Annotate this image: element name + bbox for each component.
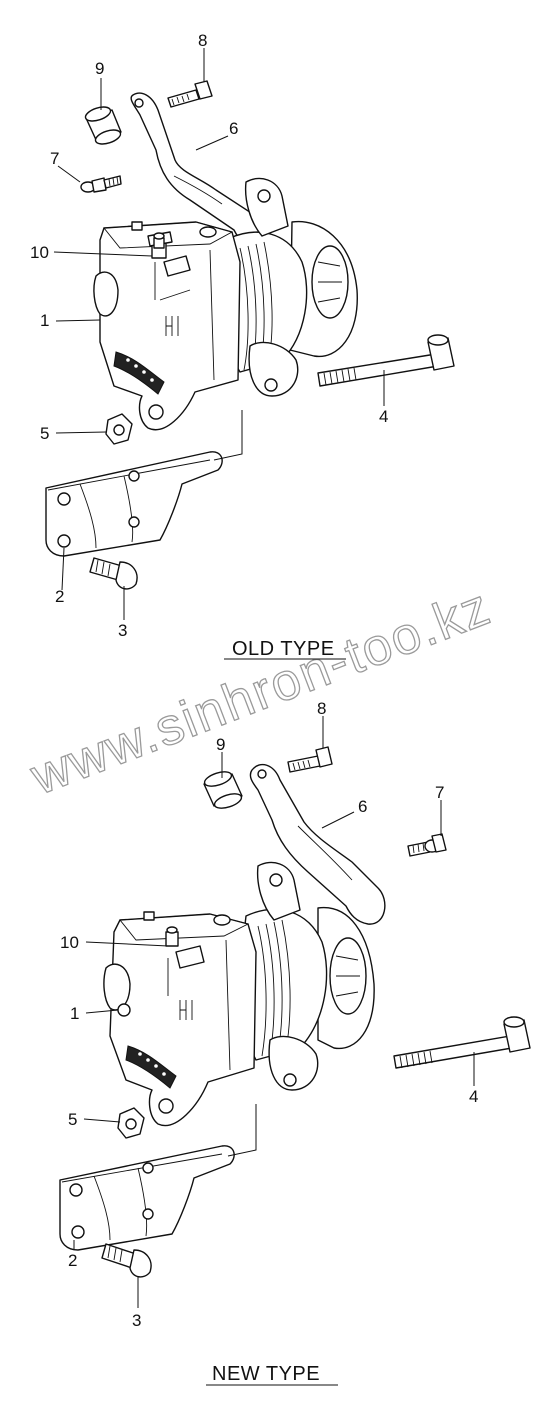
old-bolt-part-7 <box>80 175 122 193</box>
old-spacer-sleeve-part-9 <box>84 106 122 145</box>
new-callout-7: 7 <box>435 783 444 802</box>
new-callout-4: 4 <box>469 1087 478 1106</box>
old-callout-2: 2 <box>55 587 64 606</box>
new-compressor-body-part-1 <box>103 861 375 1127</box>
new-bolt-part-3 <box>101 1243 152 1278</box>
old-nut-part-5 <box>105 413 133 445</box>
old-bolt-part-3 <box>89 557 138 590</box>
new-callouts: 8 9 6 7 10 1 4 5 2 3 <box>60 699 478 1330</box>
new-spacer-sleeve-part-9 <box>203 771 243 809</box>
old-callouts: 8 9 6 7 10 1 4 5 2 3 <box>30 31 388 640</box>
new-assembly-line <box>227 1104 257 1157</box>
old-callout-3: 3 <box>118 621 127 640</box>
new-long-bolt-part-4 <box>393 1016 531 1069</box>
old-long-bolt-part-4 <box>317 334 455 387</box>
old-callout-8: 8 <box>198 31 207 50</box>
old-leader-lines <box>53 48 385 620</box>
new-bracket-part-6 <box>249 763 386 925</box>
old-callout-4: 4 <box>379 407 388 426</box>
old-callout-9: 9 <box>95 59 104 78</box>
old-mount-bracket-part-2 <box>45 451 223 557</box>
old-callout-6: 6 <box>229 119 238 138</box>
old-type-heading: OLD TYPE <box>232 638 335 660</box>
old-callout-7: 7 <box>50 149 59 168</box>
new-callout-1: 1 <box>70 1004 79 1023</box>
new-bolt-part-7 <box>407 833 447 857</box>
new-callout-5: 5 <box>68 1110 77 1129</box>
old-connector-part-10 <box>153 232 165 249</box>
new-nut-part-5 <box>117 1107 145 1139</box>
new-connector-part-10 <box>165 926 179 947</box>
old-callout-1: 1 <box>40 311 49 330</box>
old-callout-5: 5 <box>40 424 49 443</box>
new-callout-6: 6 <box>358 797 367 816</box>
new-callout-2: 2 <box>68 1251 77 1270</box>
new-bolt-part-8 <box>287 746 333 773</box>
old-callout-10: 10 <box>30 243 49 262</box>
new-mount-bracket-part-2 <box>59 1145 235 1251</box>
new-type-heading: NEW TYPE <box>212 1363 320 1385</box>
new-callout-3: 3 <box>132 1311 141 1330</box>
new-leader-lines <box>73 716 475 1308</box>
new-type-assembly: 8 9 6 7 10 1 4 5 2 3 NEW TYPE <box>59 699 531 1386</box>
old-assembly-line <box>213 410 243 461</box>
old-compressor-body-part-1 <box>93 177 358 431</box>
old-bolt-part-8 <box>167 80 213 108</box>
new-callout-8: 8 <box>317 699 326 718</box>
new-callout-9: 9 <box>216 735 225 754</box>
new-callout-10: 10 <box>60 933 79 952</box>
old-type-assembly: 8 9 6 7 10 1 4 5 2 3 OLD TYPE <box>30 31 455 660</box>
